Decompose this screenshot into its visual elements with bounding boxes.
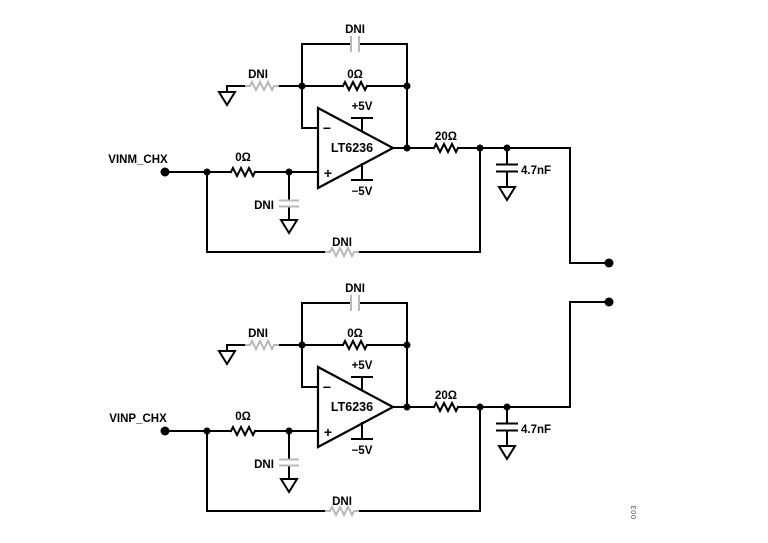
return-resistor-label: DNI	[332, 496, 352, 508]
resistor-output-20ohm	[432, 141, 460, 155]
terminal-input	[160, 426, 170, 436]
input-resistor-label: 0Ω	[235, 152, 251, 164]
supply-negative-label: −5V	[352, 186, 373, 198]
opamp-part-label: LT6236	[331, 141, 373, 155]
supply-positive-label: +5V	[352, 101, 373, 113]
resistor-ground-dni	[245, 338, 279, 352]
ground-resistor-label: DNI	[248, 69, 268, 81]
supply-positive-symbol	[351, 376, 373, 391]
capacitor-output-4p7nF	[496, 147, 518, 188]
resistor-input-0ohm	[229, 424, 257, 438]
ground-symbol-feedback	[217, 350, 237, 366]
resistor-input-0ohm	[229, 165, 257, 179]
junction-dot	[476, 403, 484, 411]
ground-symbol-input-cap	[279, 478, 299, 494]
input-shunt-cap-label: DNI	[254, 200, 274, 212]
junction-dot	[285, 427, 293, 435]
junction-dot	[403, 82, 411, 90]
junction-dot	[403, 403, 411, 411]
junction-dot	[298, 82, 306, 90]
supply-negative-label: −5V	[352, 445, 373, 457]
wire-return-feedback	[206, 406, 481, 512]
wire-output-terminal	[506, 147, 608, 264]
terminal-output	[604, 297, 614, 307]
feedback-resistor-label: 0Ω	[347, 328, 363, 340]
ground-symbol-input-cap	[279, 219, 299, 235]
input-shunt-cap-label: DNI	[254, 459, 274, 471]
ground-symbol-feedback	[217, 91, 237, 107]
junction-dot	[298, 341, 306, 349]
resistor-return-dni	[325, 504, 359, 518]
opamp-minus-sign: −	[323, 120, 331, 136]
input-resistor-label: 0Ω	[235, 411, 251, 423]
feedback-cap-label: DNI	[345, 24, 365, 36]
feedback-cap-label: DNI	[345, 283, 365, 295]
opamp-channel-minus: VINM_CHX 0Ω DNI DNI DNI 0Ω DNI LT6236 − …	[108, 24, 614, 268]
opamp-triangle	[316, 365, 396, 449]
resistor-output-20ohm	[432, 400, 460, 414]
output-resistor-label: 20Ω	[435, 390, 457, 402]
resistor-ground-dni	[245, 79, 279, 93]
junction-dot	[403, 341, 411, 349]
supply-negative-symbol	[351, 163, 373, 181]
opamp-channel-plus: VINP_CHX 0Ω DNI DNI DNI 0Ω DNI LT6236 − …	[109, 283, 614, 518]
output-resistor-label: 20Ω	[435, 131, 457, 143]
capacitor-feedback-dni	[350, 36, 360, 52]
ground-symbol-output-cap	[497, 445, 517, 461]
output-cap-label: 4.7nF	[521, 424, 551, 436]
ground-resistor-label: DNI	[248, 328, 268, 340]
feedback-resistor-label: 0Ω	[347, 69, 363, 81]
capacitor-input-shunt-dni	[279, 458, 299, 467]
terminal-output	[604, 258, 614, 268]
capacitor-output-4p7nF	[496, 406, 518, 447]
wire-output-terminal	[506, 301, 608, 408]
capacitor-input-shunt-dni	[279, 199, 299, 208]
terminal-input	[160, 167, 170, 177]
supply-negative-symbol	[351, 422, 373, 440]
supply-positive-symbol	[351, 117, 373, 132]
junction-dot	[503, 144, 511, 152]
resistor-feedback-0ohm	[341, 79, 369, 93]
ground-symbol-output-cap	[497, 186, 517, 202]
junction-dot	[203, 168, 211, 176]
opamp-plus-sign: +	[324, 165, 332, 181]
junction-dot	[476, 144, 484, 152]
figure-number-label: 003	[629, 505, 638, 519]
supply-positive-label: +5V	[352, 360, 373, 372]
input-net-label: VINP_CHX	[109, 413, 167, 425]
junction-dot	[503, 403, 511, 411]
opamp-plus-sign: +	[324, 424, 332, 440]
resistor-feedback-0ohm	[341, 338, 369, 352]
opamp-minus-sign: −	[323, 379, 331, 395]
opamp-part-label: LT6236	[331, 400, 373, 414]
output-cap-label: 4.7nF	[521, 165, 551, 177]
junction-dot	[203, 427, 211, 435]
wire-return-feedback	[206, 147, 481, 253]
resistor-return-dni	[325, 245, 359, 259]
capacitor-feedback-dni	[350, 295, 360, 311]
junction-dot	[403, 144, 411, 152]
junction-dot	[285, 168, 293, 176]
opamp-triangle	[316, 106, 396, 190]
input-net-label: VINM_CHX	[108, 154, 168, 166]
return-resistor-label: DNI	[332, 237, 352, 249]
